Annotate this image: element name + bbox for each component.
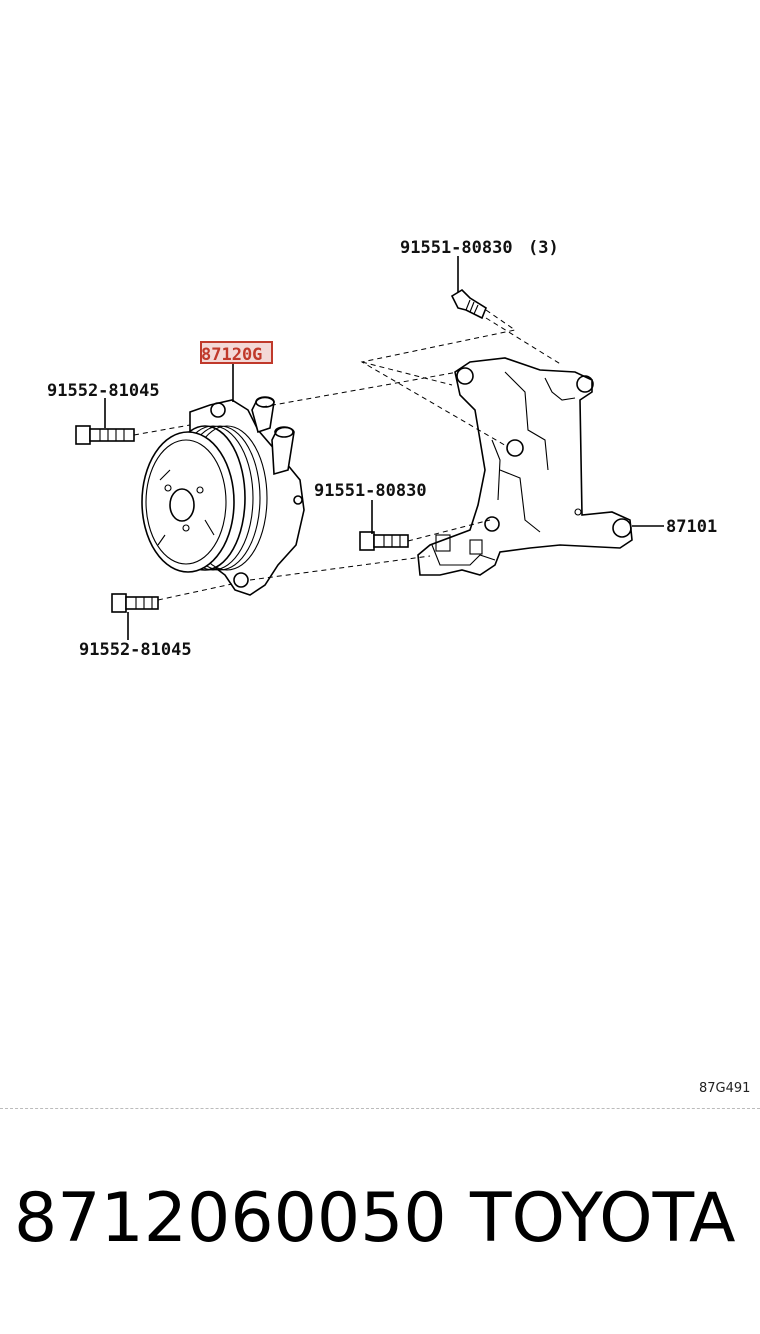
callout-bolt-top-qty: (3) — [528, 238, 559, 258]
leader-lines — [104, 256, 664, 640]
part-number: 8712060050 — [14, 1179, 447, 1258]
callout-bolt-left-upper[interactable]: 91552-81045 — [47, 381, 160, 401]
divider — [0, 1108, 760, 1109]
highlight-box — [200, 341, 273, 364]
callout-bolt-top[interactable]: 91551-80830 — [400, 238, 513, 258]
brand-name: TOYOTA — [470, 1179, 736, 1258]
pump-illustration — [141, 396, 305, 596]
callout-bolt-mid[interactable]: 91551-80830 — [314, 481, 427, 501]
bracket-illustration — [417, 357, 633, 576]
bolt-left-lower-illustration — [111, 593, 159, 613]
bolt-top-illustration — [450, 288, 487, 320]
bolt-mid-illustration — [359, 531, 409, 551]
callout-pump[interactable]: 87120G — [201, 345, 262, 365]
figure-code: 87G491 — [699, 1081, 750, 1096]
callout-bracket[interactable]: 87101 — [666, 517, 717, 537]
callout-bolt-left-lower[interactable]: 91552-81045 — [79, 640, 192, 660]
bolt-left-upper-illustration — [75, 425, 135, 445]
assembly-lines — [133, 309, 563, 601]
